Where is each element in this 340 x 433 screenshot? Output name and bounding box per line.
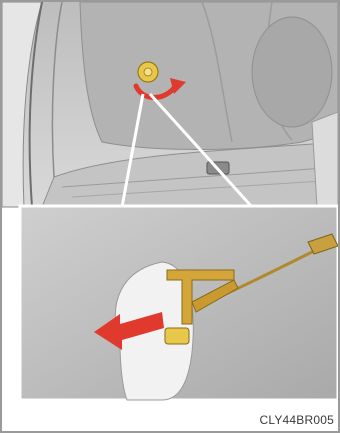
- figure-code: CLY44BR005: [260, 413, 335, 427]
- trunk-release-knob-icon: [138, 62, 158, 82]
- release-lever-detail: [20, 206, 338, 400]
- trunk-overview: [2, 2, 338, 207]
- trunk-illustration: [2, 2, 338, 431]
